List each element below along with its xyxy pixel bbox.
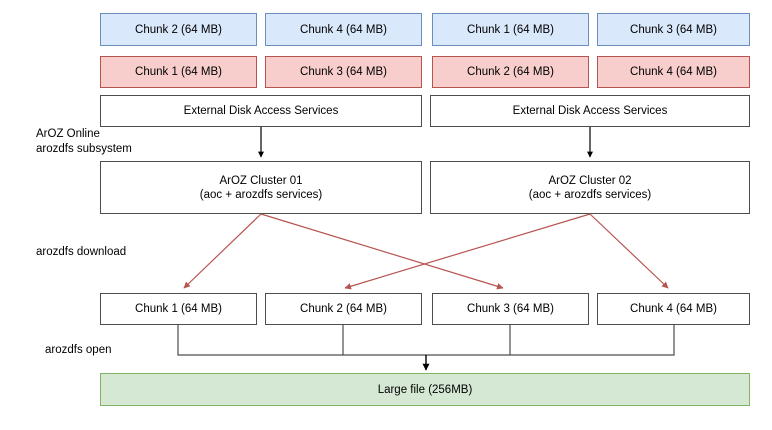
pink-chunk-box-1: Chunk 1 (64 MB): [100, 56, 257, 88]
blue-chunk-box-4: Chunk 3 (64 MB): [597, 13, 750, 46]
aroz-cluster-02-box: ArOZ Cluster 02 (aoc + arozdfs services): [430, 161, 750, 214]
label-arozdfs-open: arozdfs open: [45, 344, 112, 356]
downloaded-chunk-box-2: Chunk 2 (64 MB): [265, 293, 422, 325]
pink-chunk-box-4: Chunk 4 (64 MB): [597, 56, 750, 88]
aroz-cluster-01-box: ArOZ Cluster 01 (aoc + arozdfs services): [100, 161, 422, 214]
blue-chunk-box-3: Chunk 1 (64 MB): [432, 13, 589, 46]
blue-chunk-box-2: Chunk 4 (64 MB): [265, 13, 422, 46]
connector-cluster01-to-chunk3: [260, 213, 504, 290]
external-disk-access-services-left: External Disk Access Services: [100, 95, 422, 127]
label-arozdfs-download: arozdfs download: [36, 246, 127, 258]
downloaded-chunk-box-4: Chunk 4 (64 MB): [597, 293, 750, 325]
label-arozdfs-subsystem: ArOZ Online arozdfs subsystem: [36, 128, 132, 155]
connector-merge-bus-outer: [177, 325, 675, 356]
pink-chunk-box-2: Chunk 3 (64 MB): [265, 56, 422, 88]
pink-chunk-box-3: Chunk 2 (64 MB): [432, 56, 589, 88]
downloaded-chunk-box-1: Chunk 1 (64 MB): [100, 293, 257, 325]
downloaded-chunk-box-3: Chunk 3 (64 MB): [432, 293, 589, 325]
connector-cluster02-to-chunk2: [344, 213, 591, 290]
connector-cluster02-to-chunk4: [589, 213, 669, 289]
large-file-result-box: Large file (256MB): [100, 373, 750, 406]
blue-chunk-box-1: Chunk 2 (64 MB): [100, 13, 257, 46]
external-disk-access-services-right: External Disk Access Services: [430, 95, 750, 127]
